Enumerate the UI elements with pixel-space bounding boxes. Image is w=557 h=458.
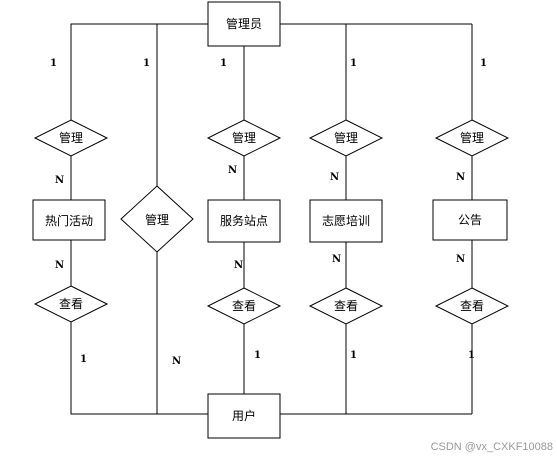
entity-user-label: 用户 [232,408,256,423]
entity-training: 志愿培训 [309,199,383,243]
entity-activity: 热门活动 [32,199,106,241]
relation-view-station-label: 查看 [232,299,256,313]
relation-manage-station: 管理 [206,119,282,157]
card-user-activity: 1 [80,354,87,365]
relation-view-activity-label: 查看 [59,297,83,311]
card-station-view: N [234,260,243,271]
card-notice-manage: N [456,172,465,183]
connector-lines [70,23,473,415]
relation-manage-activity: 管理 [33,119,109,157]
entity-admin: 管理员 [207,1,281,47]
card-training-manage: N [330,172,339,183]
cardinality-labels: 1 1 1 1 1 N N N N N N N N 1 N 1 1 1 [50,58,487,367]
card-admin-user: 1 [143,58,150,69]
relation-manage-activity-label: 管理 [59,130,83,145]
card-training-view: N [332,254,341,265]
card-user-training: 1 [350,350,357,361]
watermark-text: CSDN @vx_CXKF10088 [431,441,553,453]
relation-manage-training-label: 管理 [334,130,358,145]
relation-manage-station-label: 管理 [232,130,256,145]
entity-admin-label: 管理员 [226,16,262,31]
card-user-notice: 1 [468,350,475,361]
relation-manage-user-label: 管理 [145,212,169,227]
relation-manage-training: 管理 [308,119,384,157]
card-user-station: 1 [254,350,261,361]
relation-view-training: 查看 [308,287,384,325]
relation-view-notice: 查看 [434,287,510,325]
entity-user: 用户 [207,393,281,439]
entity-activity-label: 热门活动 [45,213,93,228]
card-notice-view: N [456,254,465,265]
relation-view-training-label: 查看 [334,299,358,313]
relation-view-station: 查看 [206,287,282,325]
entity-station-label: 服务站点 [220,213,268,228]
entity-notice: 公告 [432,199,508,241]
relation-manage-user: 管理 [120,185,194,253]
card-admin-training: 1 [350,58,357,69]
card-user-manage: N [172,356,181,367]
entity-notice-label: 公告 [458,213,482,227]
entity-station: 服务站点 [207,199,281,243]
relation-manage-notice: 管理 [434,119,510,157]
card-activity-view: N [55,260,64,271]
entity-training-label: 志愿培训 [322,213,370,228]
card-admin-activity: 1 [50,58,57,69]
relation-manage-notice-label: 管理 [460,130,484,145]
card-station-manage: N [228,165,237,176]
relation-view-activity: 查看 [33,285,109,323]
card-admin-station: 1 [220,58,227,69]
relation-view-notice-label: 查看 [460,299,484,313]
card-admin-notice: 1 [480,58,487,69]
card-activity-manage: N [55,175,64,186]
